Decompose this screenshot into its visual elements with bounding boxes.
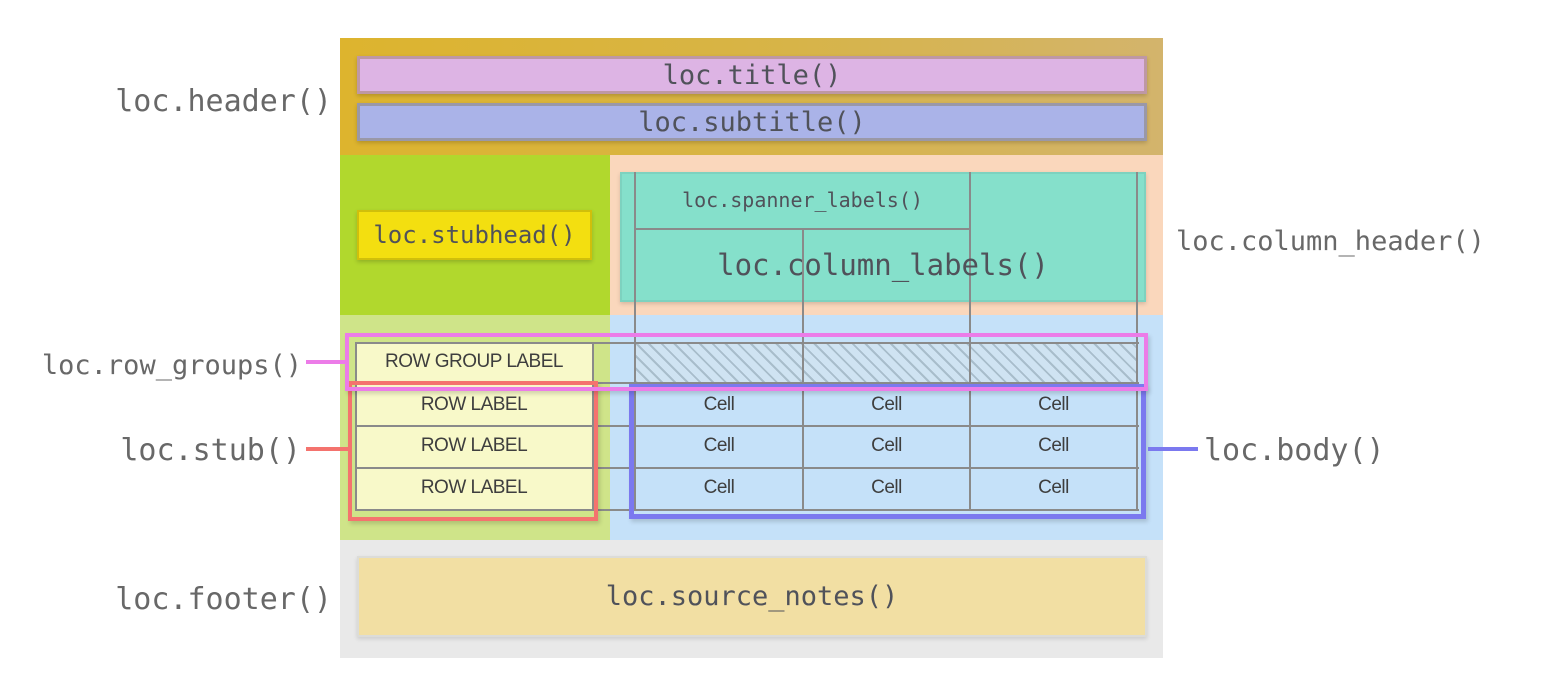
grid-hline-rowgroup-top xyxy=(355,342,1139,344)
table-diagram: loc.title() loc.subtitle() loc.stubhead(… xyxy=(340,38,1163,658)
row-label-1: ROW LABEL xyxy=(420,393,528,415)
body-cell-r1c2: Cell xyxy=(871,393,902,415)
column-labels-text: loc.column_labels() xyxy=(717,248,1049,282)
row-groups-connector-line xyxy=(306,360,346,364)
subtitle-bar: loc.subtitle() xyxy=(357,103,1147,141)
title-bar: loc.title() xyxy=(357,56,1147,94)
grid-hline-row3-bottom xyxy=(355,509,1139,511)
label-loc-stub: loc.stub() xyxy=(120,433,301,468)
grid-vline-col1-col2 xyxy=(802,228,804,509)
grid-hline-rowgroup-bottom xyxy=(355,382,1139,384)
body-cell-r3c2: Cell xyxy=(871,477,902,498)
body-cell-r2c2: Cell xyxy=(871,435,902,456)
column-labels-box xyxy=(620,172,1146,302)
grid-hline-row1-bottom xyxy=(355,425,1139,427)
body-cell-r3c3: Cell xyxy=(1038,477,1069,498)
row-label-2: ROW LABEL xyxy=(420,435,528,456)
stub-outline-box xyxy=(348,381,598,521)
body-outline-box xyxy=(629,384,1146,519)
source-notes-text: loc.source_notes() xyxy=(605,581,899,612)
label-loc-column-header: loc.column_header() xyxy=(1176,226,1485,257)
grid-hline-row2-bottom xyxy=(355,467,1139,469)
stubhead-box: loc.stubhead() xyxy=(357,210,592,260)
row-group-label: ROW GROUP LABEL xyxy=(385,351,563,372)
body-connector-line xyxy=(1148,447,1198,451)
label-loc-header: loc.header() xyxy=(115,84,332,119)
grid-vline-col3-right xyxy=(1136,172,1138,509)
body-cell-r2c1: Cell xyxy=(703,435,735,456)
label-loc-footer: loc.footer() xyxy=(115,582,332,617)
title-text: loc.title() xyxy=(662,59,842,91)
grid-vline-col2-col3 xyxy=(969,172,971,509)
grid-vline-col1-left xyxy=(634,172,636,509)
body-cell-r2c3: Cell xyxy=(1038,435,1069,456)
body-cell-r3c1: Cell xyxy=(703,477,735,498)
spanner-labels-text: loc.spanner_labels() xyxy=(682,188,923,212)
grid-hline-spanner-bottom xyxy=(634,228,971,230)
label-loc-body: loc.body() xyxy=(1204,433,1385,468)
row-group-hatch-area xyxy=(635,342,1137,382)
row-label-3: ROW LABEL xyxy=(420,477,528,498)
body-cell-r1c1: Cell xyxy=(703,393,735,415)
label-loc-row-groups: loc.row_groups() xyxy=(41,350,302,381)
source-notes-box: loc.source_notes() xyxy=(357,556,1147,637)
body-cell-r1c3: Cell xyxy=(1038,393,1069,415)
stub-connector-line xyxy=(306,447,350,451)
row-groups-outline-box xyxy=(345,333,1148,391)
subtitle-text: loc.subtitle() xyxy=(638,106,866,138)
stubhead-text: loc.stubhead() xyxy=(373,221,576,249)
